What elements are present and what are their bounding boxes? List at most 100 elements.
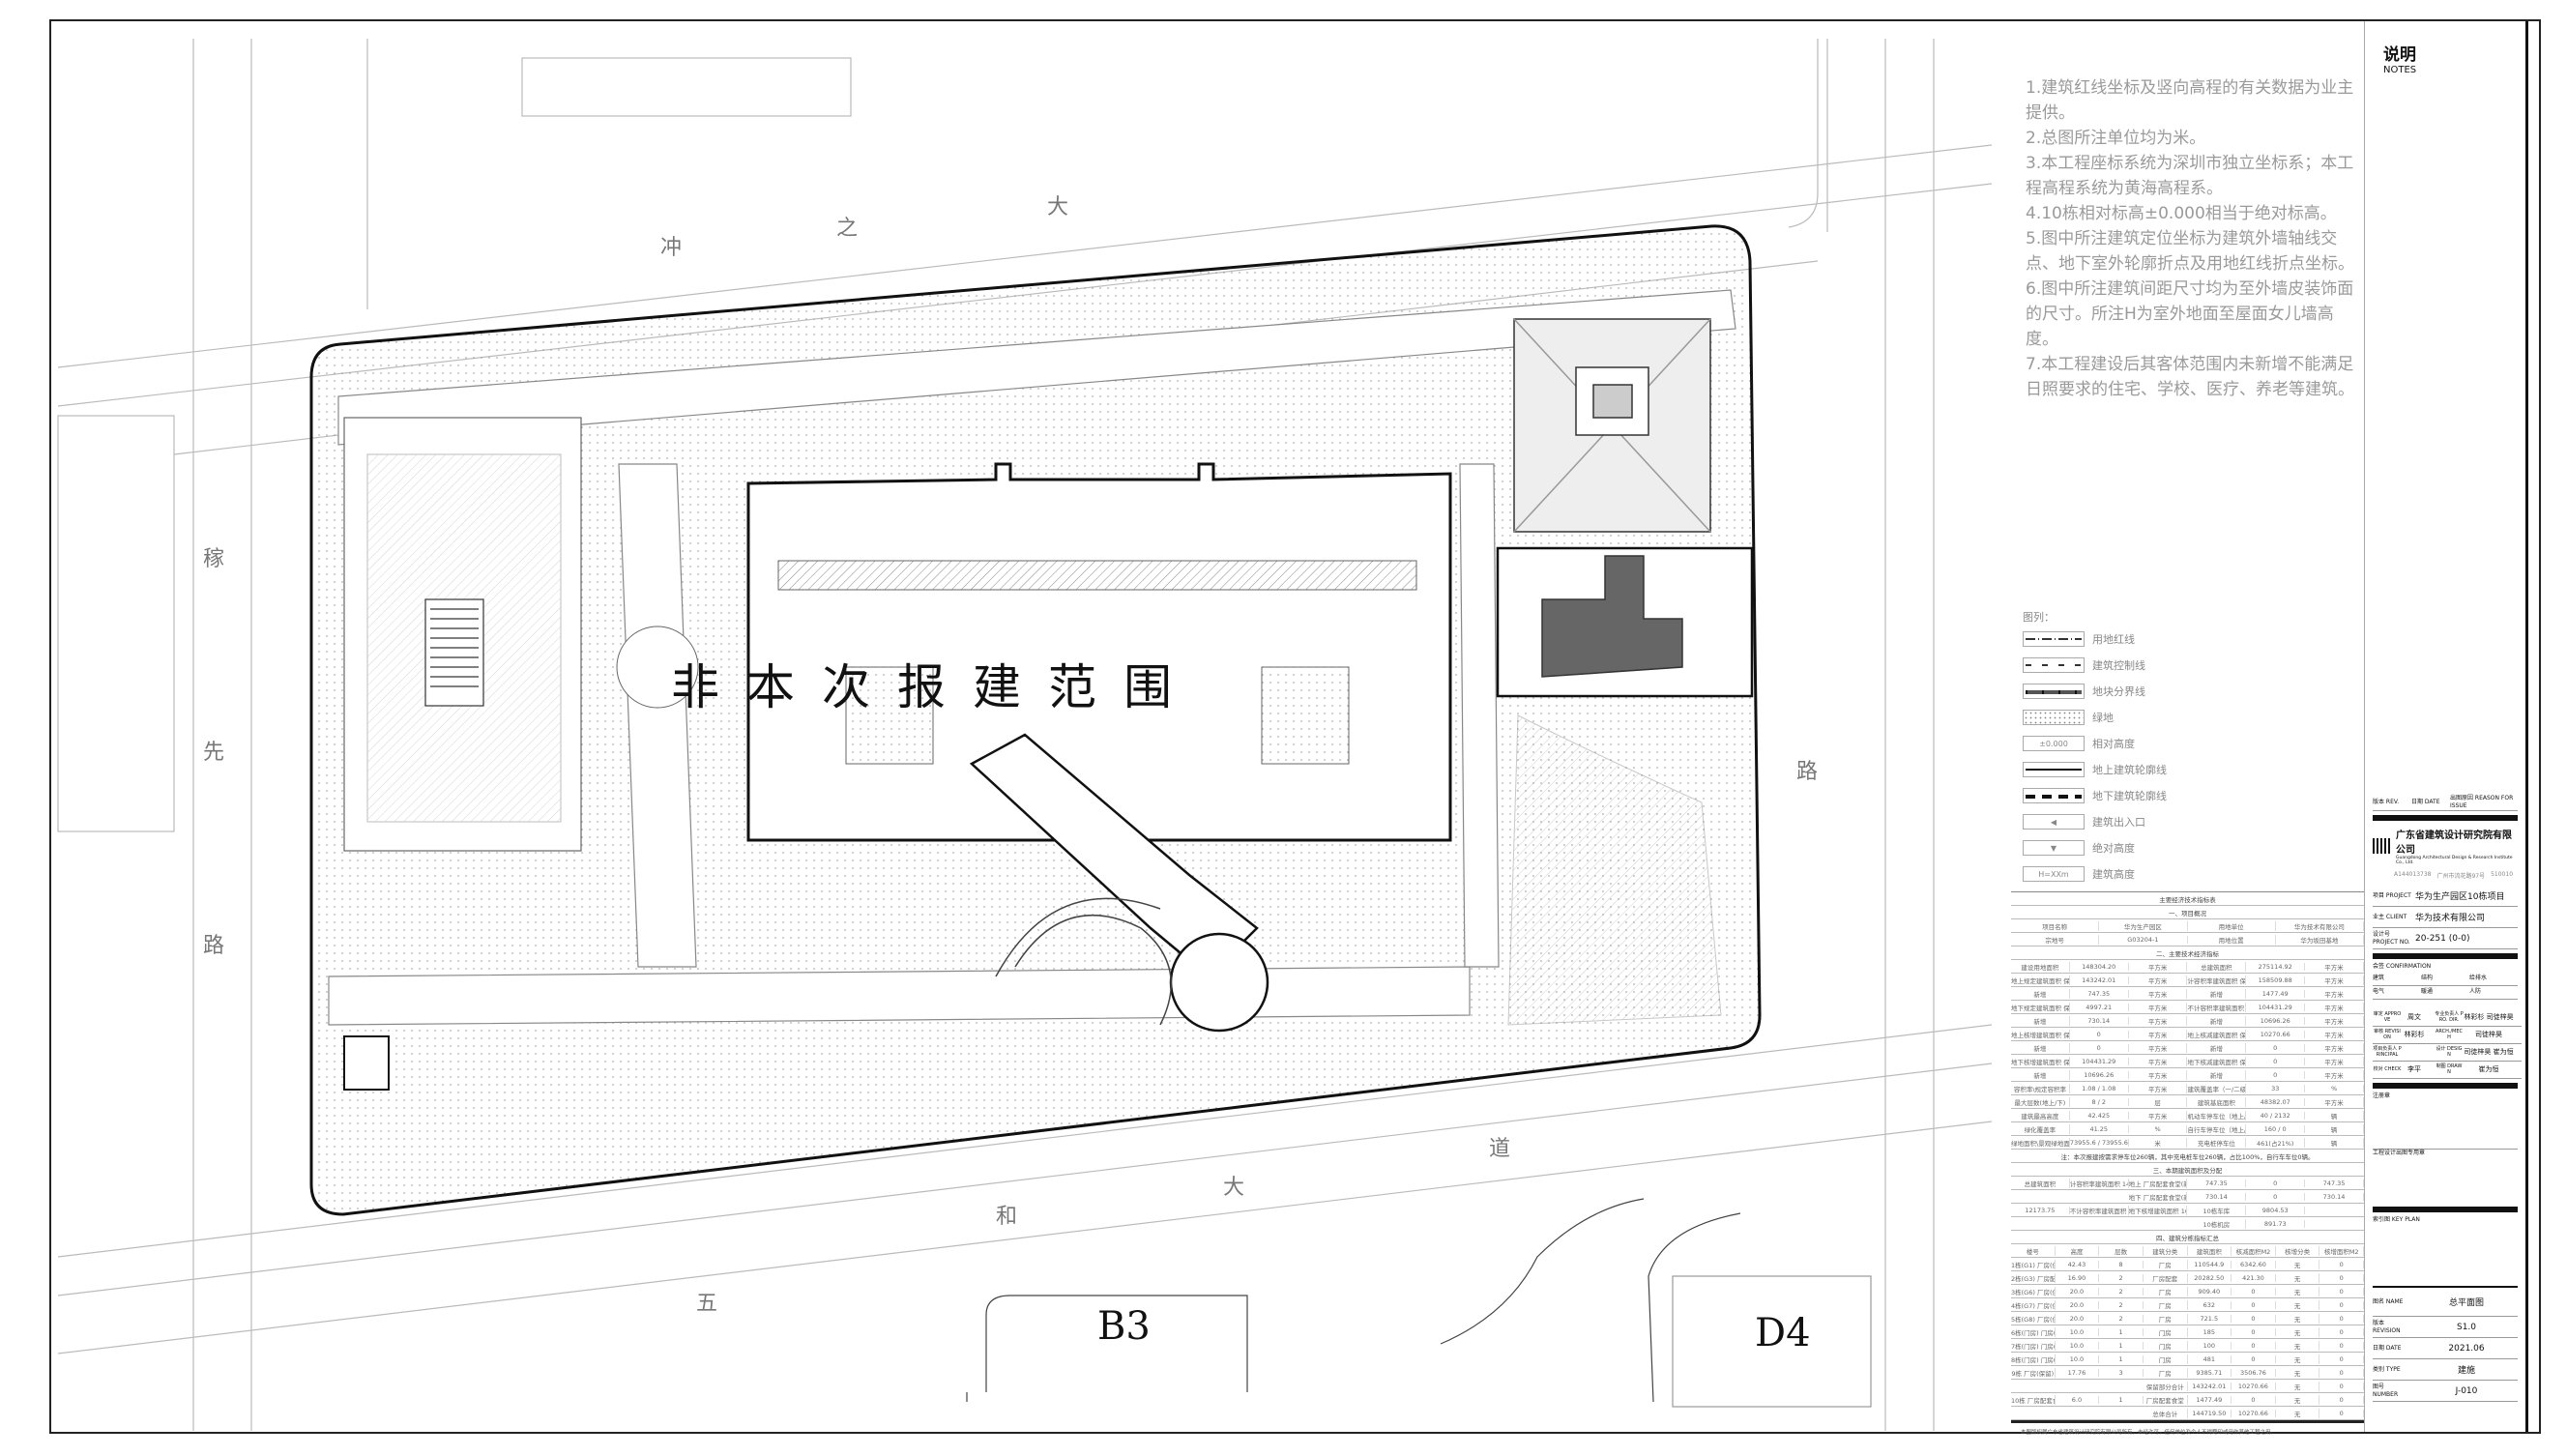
dash-dot-line-icon <box>2023 631 2085 647</box>
table-cell: 0 <box>2232 1341 2276 1350</box>
note-item: 5.图中所注建筑定位坐标为建筑外墙轴线交点、地下室外轮廓折点及用地红线折点坐标。 <box>2026 229 2354 274</box>
road-label-bottom: 道 <box>1489 1137 1511 1161</box>
table-cell: 100 <box>2188 1341 2232 1350</box>
table-cell: 104431.29 <box>2070 1057 2129 1065</box>
revision: S1.0 <box>2456 1322 2477 1332</box>
signoff-cell: 制图 DRAWN <box>2435 1062 2464 1079</box>
table-cell: 730.14 <box>2070 1016 2129 1025</box>
table-cell: 3栋(G6) 厂房(保留) <box>2011 1286 2056 1296</box>
legend-label: 地下建筑轮廓线 <box>2092 790 2167 802</box>
table-cell: 185 <box>2188 1327 2232 1336</box>
table-cell: 无 <box>2276 1340 2320 1351</box>
table-cell: 0 <box>2319 1314 2364 1323</box>
table-cell: 层 <box>2129 1096 2188 1107</box>
table-cell: 7栋(门房) 门房(保留) <box>2011 1340 2056 1351</box>
table-cell: 建筑覆盖率（一/二级） <box>2187 1083 2247 1093</box>
table-cell: 平方米 <box>2129 988 2188 999</box>
exclusion-label: 非本次报建范围 <box>671 659 1199 715</box>
note-item: 6.图中所注建筑间距尺寸均为至外墙皮装饰面的尺寸。所注H为室外地面至屋面女儿墙高… <box>2026 279 2354 349</box>
table-cell: 米 <box>2129 1137 2188 1148</box>
table-cell: 建设用地面积 <box>2011 961 2070 972</box>
road-label-bottom: 和 <box>996 1205 1018 1229</box>
table-cell: 平方米 <box>2305 1015 2364 1026</box>
table-cell: 0 <box>2232 1287 2276 1296</box>
table-cell: 辆 <box>2305 1123 2364 1134</box>
issue-date-label: 日期 DATE <box>2373 1344 2402 1352</box>
dash-dot-line-stroke <box>2026 638 2082 640</box>
confirmation-field: 人防 <box>2469 986 2518 1000</box>
reason-label: 出图原因 REASON FOR ISSUE <box>2450 795 2514 809</box>
table-cell: 1477.49 <box>2246 989 2306 998</box>
table-cell: 1 <box>2099 1354 2144 1363</box>
date-label: 日期 DATE <box>2411 799 2440 805</box>
dashed-line-stroke <box>2026 664 2082 666</box>
table-cell: 地上核减建筑面积 保留 <box>2187 1029 2247 1039</box>
table-cell: 地下 厂房配套食堂(新增) <box>2129 1191 2188 1202</box>
table-cell: 10696.26 <box>2070 1070 2129 1079</box>
table-cell: 0 <box>2232 1354 2276 1363</box>
heavy-dash-line-stroke <box>2026 795 2082 799</box>
address: 广州市流花路97号 <box>2436 873 2486 880</box>
table-cell: 地下核减建筑面积 保留 <box>2187 1056 2247 1066</box>
table-cell: 辆 <box>2305 1110 2364 1121</box>
table-cell: 自行车停车位（地上/下） <box>2187 1123 2247 1134</box>
confirmation-field: 建筑 <box>2373 973 2421 986</box>
table-cell: 平方米 <box>2305 961 2364 972</box>
table-cell: 0 <box>2246 1192 2306 1201</box>
table-cell: 0 <box>2319 1273 2364 1282</box>
table-cell: 8 / 2 <box>2070 1097 2129 1106</box>
table-cell: 2栋(G3) 厂房配套(保留) <box>2011 1272 2056 1283</box>
main-building <box>746 462 1452 842</box>
table-cell: 宗地号 <box>2011 934 2100 945</box>
table-cell: % <box>2129 1124 2188 1133</box>
table-cell: 0 <box>2319 1395 2364 1404</box>
table-cell: 10.0 <box>2056 1354 2100 1363</box>
signature <box>2514 1009 2522 1027</box>
confirmation-field: 暖通 <box>2421 986 2469 1000</box>
table-cell: 0 <box>2319 1287 2364 1296</box>
table-cell: 无 <box>2276 1313 2320 1324</box>
table-cell: 16.90 <box>2056 1273 2100 1282</box>
table-cell: 1栋(G1) 厂房(保留) <box>2011 1259 2056 1269</box>
table-cell: 421.30 <box>2232 1273 2276 1282</box>
dot-fill-icon <box>2023 710 2085 725</box>
table-cell: 110544.9 <box>2188 1260 2232 1268</box>
table-cell: 10270.66 <box>2246 1030 2306 1038</box>
legend-sample: H=XXm <box>2038 869 2069 879</box>
note-item: 3.本工程座标系统为深圳市独立坐标系；本工程高程系统为黄海高程系。 <box>2026 154 2354 198</box>
table-cell: 用地位置 <box>2188 934 2276 945</box>
road-label-left: 路 <box>203 934 225 958</box>
signoff-cell: 林彩杉 司徒梓昊 <box>2464 1009 2514 1027</box>
dotted-heavy-line-icon <box>2023 684 2085 699</box>
table-cell: 无 <box>2276 1408 2320 1418</box>
table-cell: 新增 <box>2187 1015 2247 1026</box>
table-cell: 9栋 厂房(保留) <box>2011 1367 2056 1378</box>
table-cell: 平方米 <box>2305 975 2364 985</box>
company-name: 广东省建筑设计研究院有限公司 <box>2396 830 2512 856</box>
legend-label: 建筑出入口 <box>2092 816 2145 829</box>
height-box-icon: H=XXm <box>2023 866 2085 882</box>
table-cell: 41.25 <box>2070 1124 2129 1133</box>
table-cell: 厂房 <box>2144 1313 2188 1324</box>
signoff-cell: ARCH./MECH <box>2435 1027 2464 1044</box>
roundabout <box>616 626 699 709</box>
notes-header: 说明 NOTES <box>2383 41 2416 75</box>
table-cell: 华为坂田基地 <box>2276 934 2364 945</box>
legend-label: 建筑高度 <box>2092 868 2135 881</box>
table-cell: 平方米 <box>2129 961 2188 972</box>
table-cell: 909.40 <box>2188 1287 2232 1296</box>
table-cell: 143242.01 <box>2188 1382 2232 1390</box>
signoff-cell: 审核 REVISION <box>2373 1027 2402 1044</box>
table-cell: 用地单位 <box>2188 920 2276 931</box>
legend-label: 建筑控制线 <box>2092 659 2145 672</box>
table-cell: 平方米 <box>2305 1042 2364 1053</box>
stamp-label: 注册章 <box>2373 1092 2391 1099</box>
